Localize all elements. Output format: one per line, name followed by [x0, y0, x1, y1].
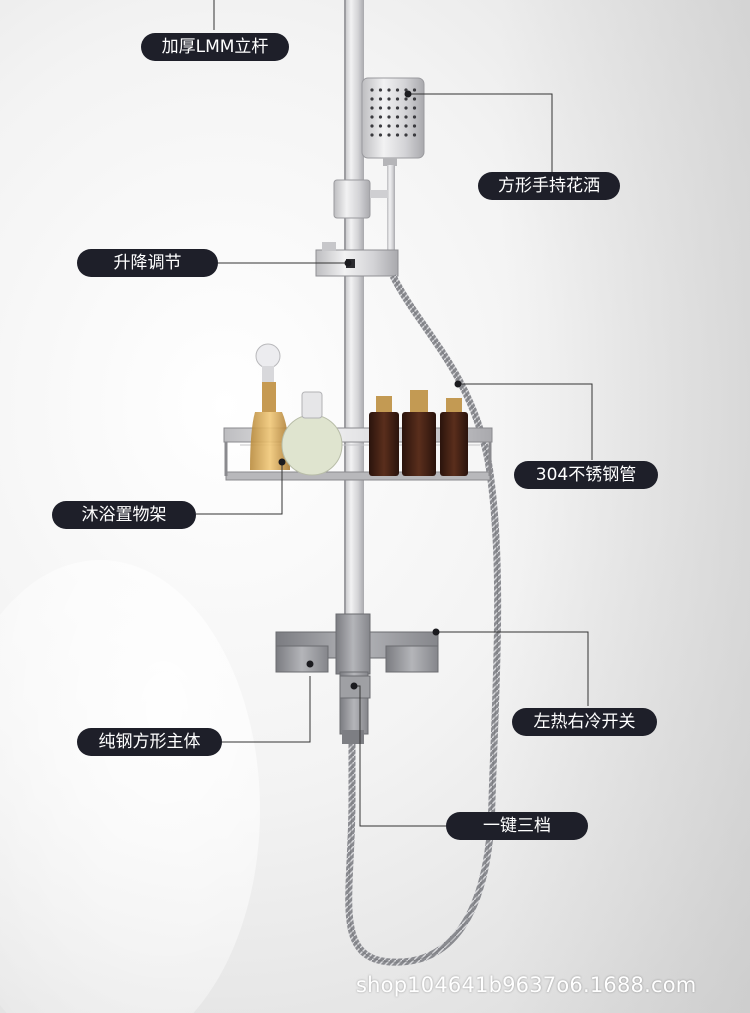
nozzle-dot — [378, 88, 383, 92]
nozzle-dot — [378, 115, 383, 119]
shower-holder — [333, 179, 388, 219]
perfume-bottle-gold — [250, 343, 290, 470]
wall-shadow — [500, 0, 750, 1013]
leader-dots — [278, 90, 462, 690]
label-pole: 加厚LMM立杆 — [141, 33, 289, 61]
nozzle-dot — [370, 124, 374, 128]
label-mode: 一键三档 — [446, 812, 588, 840]
nozzle-dot — [412, 97, 417, 101]
nozzle-dot — [395, 106, 400, 110]
nozzle-dot — [395, 88, 400, 92]
riser-pole — [344, 0, 364, 620]
nozzle-dot — [378, 97, 383, 101]
nozzle-dot — [395, 124, 400, 128]
watermark: shop104641b9637o6.1688.com — [356, 973, 697, 997]
nozzle-dot — [387, 124, 391, 128]
perfume-bottle-clear — [281, 391, 343, 476]
nozzle-dot — [412, 133, 417, 137]
hand-shower — [361, 77, 425, 260]
nozzle-dot — [387, 115, 391, 119]
nozzle-dot — [378, 106, 383, 110]
nozzle-dot — [412, 124, 417, 128]
nozzle-dot — [387, 88, 391, 92]
nozzle-dot — [404, 133, 408, 137]
label-hose: 304不锈钢管 — [514, 461, 658, 489]
mixer-body — [275, 613, 439, 744]
nozzle-dot — [404, 106, 408, 110]
nozzle-dot — [387, 106, 391, 110]
nozzle-dot — [404, 97, 408, 101]
nozzle-dot — [370, 106, 374, 110]
label-switch: 左热右冷开关 — [512, 708, 657, 736]
label-body: 纯钢方形主体 — [77, 728, 222, 756]
nozzle-dot — [412, 115, 417, 119]
braided-hose — [345, 274, 502, 966]
label-hand-shower: 方形手持花洒 — [478, 172, 620, 200]
amber-bottles — [369, 390, 468, 476]
nozzle-dot — [370, 88, 374, 92]
label-height-adjust: 升降调节 — [77, 249, 218, 277]
nozzle-dot — [404, 115, 408, 119]
nozzle-dot — [387, 133, 391, 137]
nozzle-dot — [395, 97, 400, 101]
nozzle-dot — [395, 133, 400, 137]
label-shelf: 沐浴置物架 — [52, 501, 196, 529]
nozzle-dot — [412, 106, 417, 110]
nozzle-dot — [387, 97, 391, 101]
nozzle-dot — [370, 115, 374, 119]
nozzle-dot — [378, 133, 383, 137]
nozzle-dot — [395, 115, 400, 119]
nozzle-dot — [412, 88, 417, 92]
nozzle-dot — [370, 133, 374, 137]
nozzle-dot — [378, 124, 383, 128]
nozzle-dot — [370, 97, 374, 101]
nozzle-dot — [404, 124, 408, 128]
